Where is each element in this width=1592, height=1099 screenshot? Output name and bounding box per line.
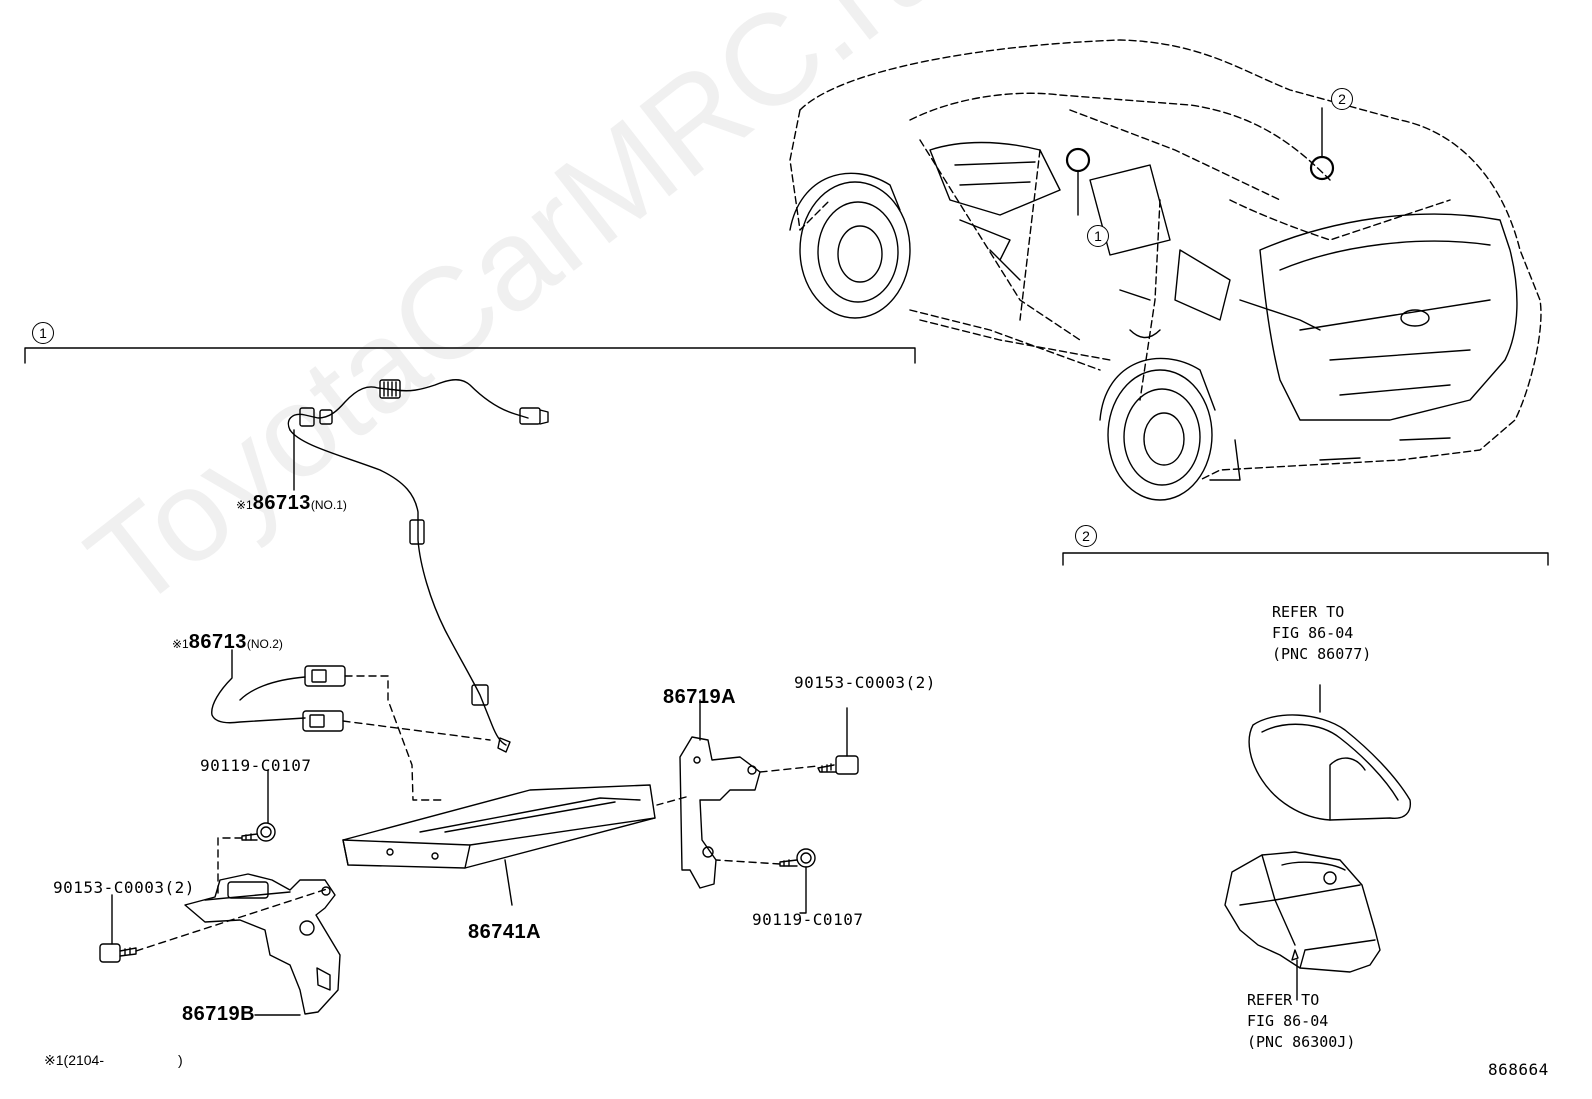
section-2-bracket — [1062, 552, 1549, 566]
figure-id: 868664 — [1488, 1060, 1549, 1079]
label-bolt-right: 90153-C0003(2) — [794, 673, 936, 692]
harness-no2 — [211, 649, 491, 801]
footnote: ※1(2104-) — [44, 1052, 183, 1068]
bracket-86719b — [184, 873, 341, 1016]
label-harness-no2: ※186713(NO.2) — [172, 631, 283, 653]
bolt-90153-left — [99, 894, 137, 963]
label-screw-left: 90119-C0107 — [200, 756, 312, 775]
label-refer-antenna: REFER TO FIG 86-04 (PNC 86077) — [1272, 603, 1372, 663]
section-1-bracket — [24, 347, 916, 364]
screw-90119-right — [779, 848, 816, 914]
label-bolt-left: 90153-C0003(2) — [53, 878, 195, 897]
harness-no1 — [287, 379, 549, 753]
label-amplifier-86741a: 86741A — [468, 921, 542, 943]
label-screw-right: 90119-C0107 — [752, 910, 864, 929]
section-1-marker: 1 — [32, 322, 54, 344]
roof-antenna — [1248, 684, 1412, 821]
label-bracket-86719a: 86719A — [663, 686, 737, 708]
callout-2-vehicle: 2 — [1331, 88, 1353, 110]
label-bracket-86719b: 86719B — [182, 1003, 256, 1025]
label-harness-no1: ※186713(NO.1) — [236, 492, 347, 514]
screw-90119-left — [241, 769, 276, 842]
label-refer-module: REFER TO FIG 86-04 (PNC 86300J) — [1247, 991, 1356, 1051]
section-2-marker: 2 — [1075, 525, 1097, 547]
vehicle-illustration — [789, 39, 1542, 501]
assembly-lines — [135, 765, 819, 952]
bolt-90153-right — [817, 707, 859, 775]
bracket-86719a — [679, 699, 761, 889]
amplifier-86741a — [342, 784, 656, 906]
callout-1-vehicle: 1 — [1087, 225, 1109, 247]
antenna-module — [1224, 851, 1381, 1001]
